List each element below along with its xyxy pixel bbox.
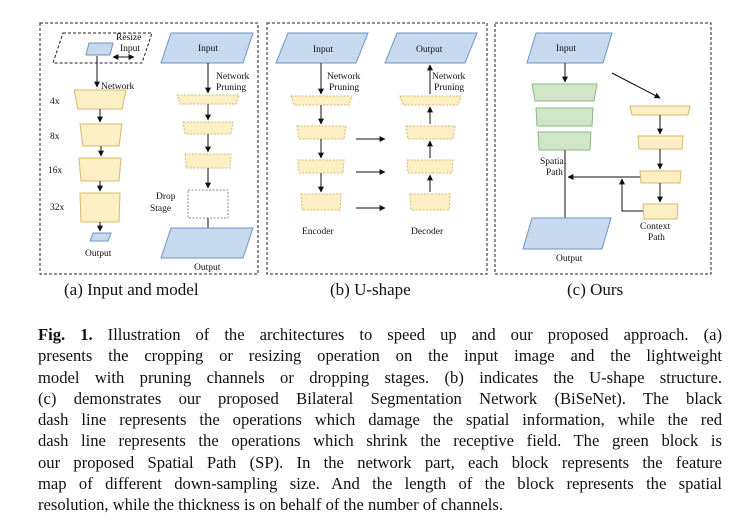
decoder-label: Decoder — [411, 227, 444, 237]
input-block — [160, 32, 254, 64]
stage-block-8x — [79, 123, 123, 147]
pruning-label-1: Network — [216, 72, 249, 82]
caption-line: map of different down-sampling size. And… — [38, 474, 722, 494]
ushape-input-label: Input — [313, 45, 333, 55]
scale-label-16x: 16x — [48, 166, 63, 176]
decoder-block-4 — [409, 193, 451, 211]
drop-label-2: Stage — [150, 204, 171, 214]
network-label: Network — [101, 82, 134, 92]
pruning-right-1: Network — [432, 72, 465, 82]
context-block-2 — [637, 135, 684, 150]
caption-line: model with pruning channels or dropping … — [38, 367, 722, 387]
pruning-left-2: Pruning — [329, 83, 359, 93]
caption-line: resolution, while the thickness is on be… — [38, 495, 503, 515]
context-path-label-1: Context — [640, 222, 670, 232]
encoder-block-3 — [297, 159, 345, 174]
decoder-block-3 — [406, 159, 454, 174]
ushape-output-block — [384, 32, 478, 64]
output-right-label: Output — [194, 263, 221, 273]
pruned-block-2 — [182, 121, 234, 135]
encoder-label: Encoder — [302, 227, 334, 237]
pruned-block-1 — [176, 94, 240, 105]
context-path-label-2: Path — [648, 233, 665, 243]
resize-frame — [52, 32, 153, 64]
caption-line: dash line represents the operations whic… — [38, 410, 722, 430]
stage-block-4x — [73, 89, 127, 110]
output-left-label: Output — [85, 249, 112, 259]
bisenet-output-label: Output — [556, 254, 583, 264]
fusion-arrow-2 — [619, 178, 643, 212]
ushape-output-label: Output — [416, 45, 443, 55]
panel-a-right-model: Input Network Pruning Drop Stage Output — [150, 32, 254, 273]
pruned-block-3 — [184, 153, 232, 169]
context-block-1 — [629, 105, 691, 116]
bisenet-output-block — [522, 217, 612, 250]
panel-a-frame — [39, 22, 259, 275]
caption-line: dash line represents the operations whic… — [38, 431, 722, 451]
cp-input-arrow — [611, 72, 661, 99]
stage-block-16x — [78, 157, 122, 182]
encoder-block-1 — [290, 95, 353, 106]
caption-label: Fig. 1. — [38, 325, 93, 344]
figure-canvas: Resize Input Network 4x 8x 16x 32x Outpu… — [39, 22, 712, 275]
spatial-path-label-1: Spatial — [540, 157, 567, 167]
architecture-figure: Resize Input Network 4x 8x 16x 32x Outpu… — [39, 22, 712, 299]
scale-label-32x: 32x — [50, 203, 65, 213]
scale-label-8x: 8x — [50, 132, 60, 142]
figure-caption: Fig. 1. Illustration of the architecture… — [38, 324, 722, 516]
context-block-4 — [642, 203, 679, 220]
caption-line: presents the cropping or resizing operat… — [38, 346, 722, 366]
panel-b-caption: (b) U-shape — [330, 280, 411, 299]
caption-text: Illustration of the architectures to spe… — [107, 325, 722, 344]
resize-label-2: Input — [120, 44, 140, 54]
panel-c-bisenet: Input Spatial Path Context Path Output — [522, 32, 691, 264]
caption-line: our proposed Spatial Path (SP). In the n… — [38, 452, 722, 472]
input-right-label: Input — [198, 44, 218, 54]
ushape-input-block — [275, 32, 369, 64]
bisenet-input-block — [526, 32, 613, 64]
panel-b-frame — [266, 22, 488, 275]
bisenet-input-label: Input — [556, 44, 576, 54]
output-block-small — [89, 232, 112, 242]
spatial-path-block-1 — [531, 83, 598, 102]
encoder-block-4 — [300, 193, 342, 211]
stage-block-32x — [79, 192, 121, 223]
context-block-3 — [639, 170, 682, 184]
resize-label-1: Resize — [116, 33, 141, 43]
resized-input-block — [85, 42, 114, 56]
panel-a-caption: (a) Input and model — [64, 280, 199, 299]
pruning-left-1: Network — [327, 72, 360, 82]
pruning-label-2: Pruning — [216, 83, 246, 93]
panel-b-ushape: Input Network Pruning Encoder Output Net… — [275, 32, 478, 237]
drop-label-1: Drop — [156, 192, 176, 202]
caption-line: Fig. 1. Illustration of the architecture… — [38, 324, 722, 345]
pruning-right-2: Pruning — [434, 83, 464, 93]
output-block — [160, 227, 254, 259]
dropped-stage-block — [187, 189, 229, 219]
scale-label-4x: 4x — [50, 97, 60, 107]
spatial-path-label-2: Path — [546, 168, 563, 178]
decoder-block-1 — [399, 95, 462, 106]
panel-c-frame — [494, 22, 712, 275]
spatial-path-block-3 — [537, 131, 592, 151]
decoder-block-2 — [405, 125, 456, 140]
panel-c-caption: (c) Ours — [567, 280, 624, 299]
encoder-block-2 — [296, 125, 347, 140]
panel-a-left-model: Resize Input Network 4x 8x 16x 32x Outpu… — [48, 32, 153, 259]
spatial-path-block-2 — [535, 107, 594, 127]
caption-line: (c) demonstrates our proposed Bilateral … — [38, 388, 722, 408]
